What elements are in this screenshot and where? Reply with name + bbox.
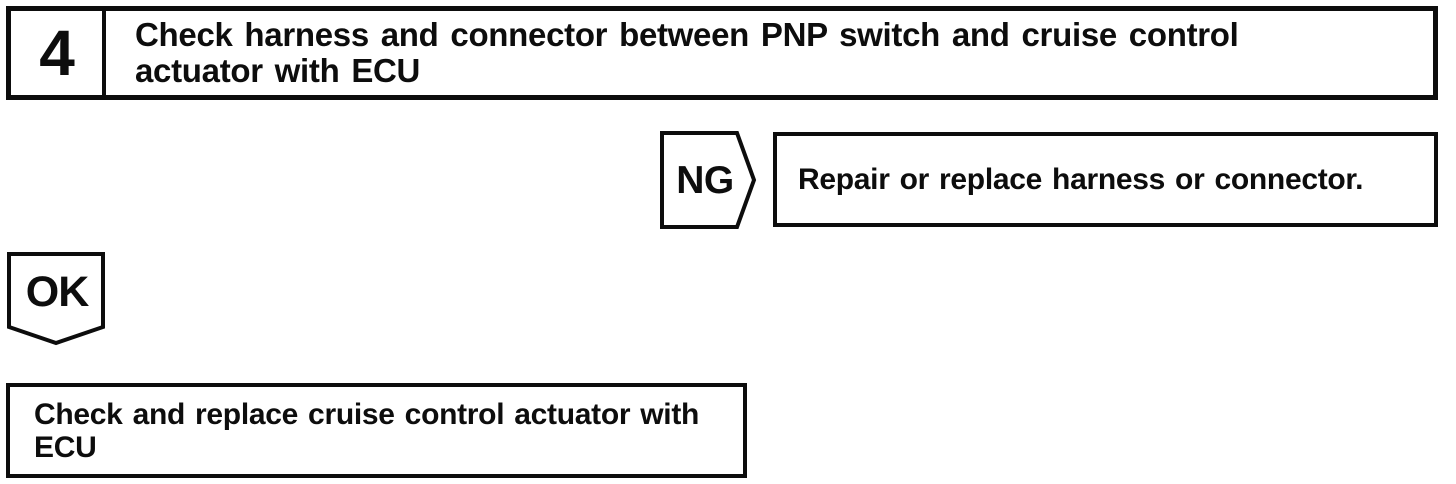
ok-branch-shape: OK xyxy=(7,252,107,346)
next-step-line-1: Check and replace cruise control actuato… xyxy=(34,398,700,431)
ng-branch-shape: NG xyxy=(660,131,758,231)
step-title: Check harness and connector between PNP … xyxy=(106,11,1433,95)
step-number-cell: 4 xyxy=(11,11,106,95)
ng-pentagon-icon xyxy=(660,131,757,229)
step-title-line-1: Check harness and connector between PNP … xyxy=(135,16,1239,53)
step-box: 4 Check harness and connector between PN… xyxy=(6,6,1438,100)
ok-label: OK xyxy=(25,267,90,316)
step-number: 4 xyxy=(39,17,75,89)
next-step-box: Check and replace cruise control actuato… xyxy=(6,383,747,478)
step-title-line-2: actuator with ECU xyxy=(135,52,421,89)
ng-action-box: Repair or replace harness or connector. xyxy=(773,132,1438,227)
next-step-line-2: ECU xyxy=(34,431,97,464)
ng-label: NG xyxy=(676,159,734,202)
ok-pentagon-icon xyxy=(7,252,105,346)
ng-action-text: Repair or replace harness or connector. xyxy=(798,162,1364,196)
